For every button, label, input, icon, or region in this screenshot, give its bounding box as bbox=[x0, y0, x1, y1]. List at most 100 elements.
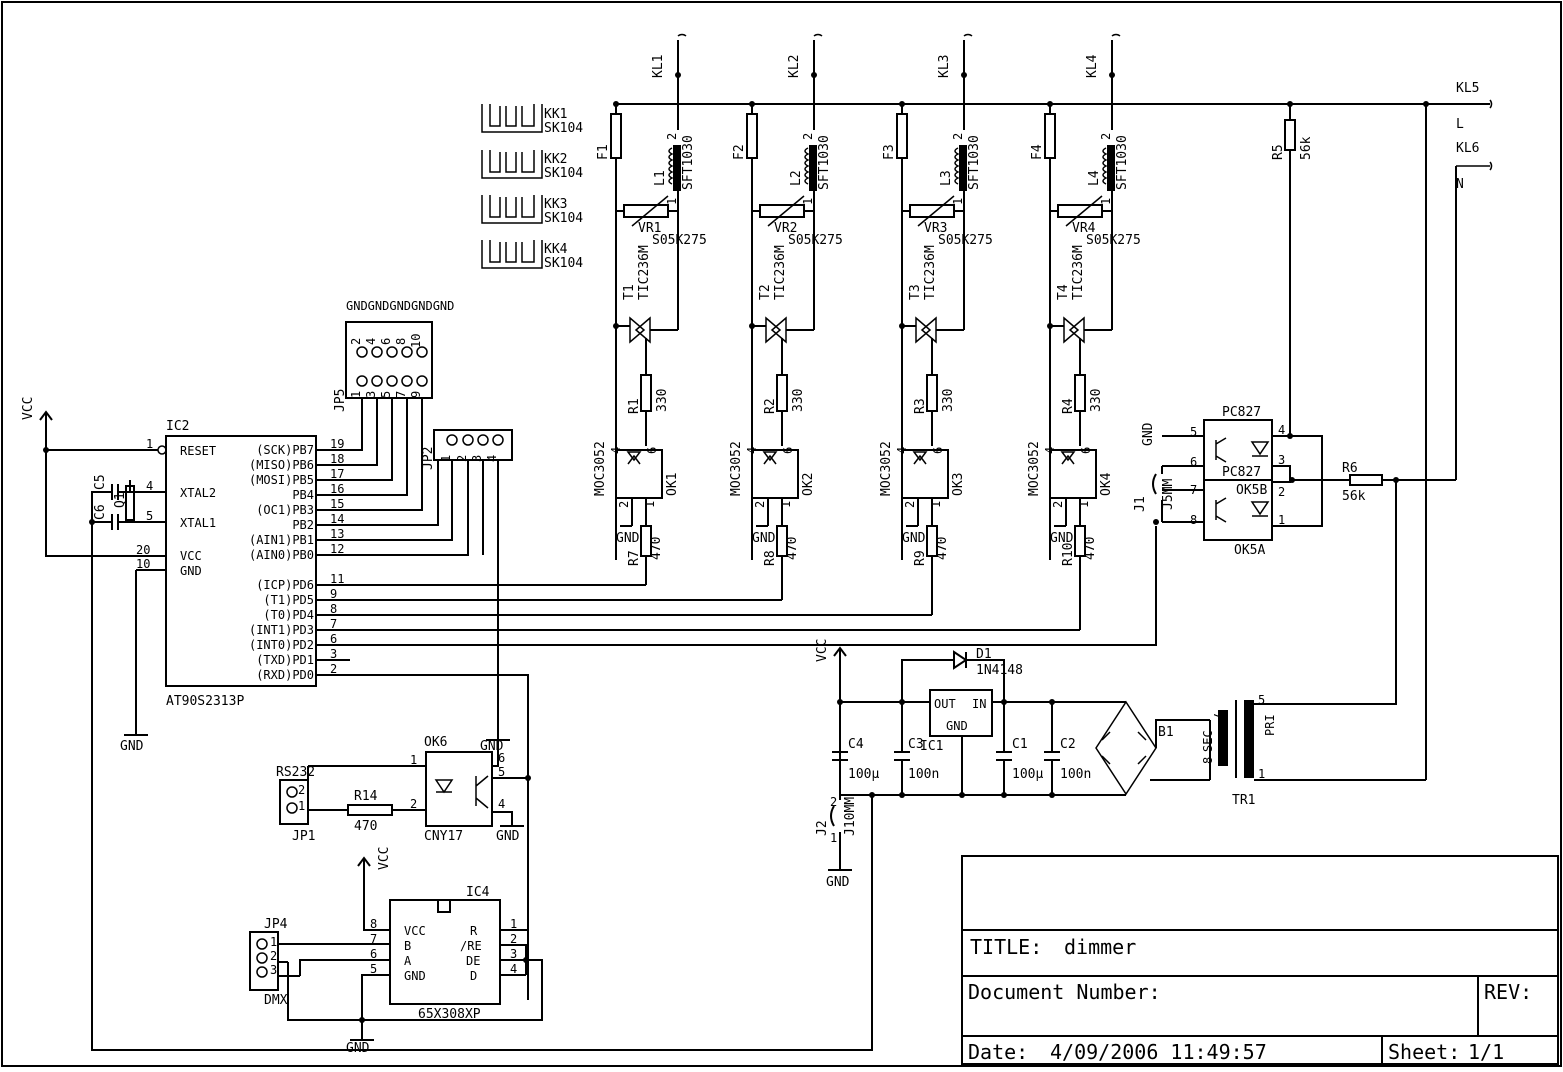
svg-text:1: 1 bbox=[146, 437, 153, 451]
svg-text:15: 15 bbox=[330, 497, 344, 511]
mcu-port-d-wires bbox=[316, 526, 1157, 1000]
svg-text:R7: R7 bbox=[627, 550, 642, 566]
svg-text:F4: F4 bbox=[1030, 144, 1045, 160]
svg-text:R8: R8 bbox=[763, 550, 778, 566]
svg-text:(MISO)PB6: (MISO)PB6 bbox=[249, 458, 314, 472]
svg-text:470: 470 bbox=[1083, 537, 1098, 560]
svg-text:14: 14 bbox=[330, 512, 344, 526]
svg-text:JP4: JP4 bbox=[264, 917, 288, 932]
svg-text:6: 6 bbox=[330, 632, 337, 646]
svg-text:C4: C4 bbox=[848, 737, 864, 752]
svg-text:7: 7 bbox=[370, 932, 377, 946]
header-jp2: 1 2 3 4 JP2 bbox=[421, 429, 513, 740]
opto-ok1 bbox=[615, 449, 663, 499]
svg-text:RS232: RS232 bbox=[276, 765, 315, 780]
svg-text:L3: L3 bbox=[939, 170, 954, 186]
svg-text:GND: GND bbox=[946, 719, 968, 733]
svg-text:VCC: VCC bbox=[377, 847, 392, 870]
svg-text:SEC: SEC bbox=[1201, 730, 1215, 752]
svg-text:4: 4 bbox=[1043, 447, 1057, 454]
svg-text:RESET: RESET bbox=[180, 444, 216, 458]
svg-text:(OC1)PB3: (OC1)PB3 bbox=[256, 503, 314, 517]
svg-text:R: R bbox=[470, 924, 478, 938]
svg-text:1: 1 bbox=[665, 198, 679, 205]
svg-text:6: 6 bbox=[370, 947, 377, 961]
svg-text:6: 6 bbox=[1190, 455, 1197, 469]
svg-text:JP5: JP5 bbox=[333, 389, 348, 412]
svg-text:3: 3 bbox=[330, 647, 337, 661]
svg-text:T3: T3 bbox=[908, 284, 923, 300]
svg-text:F2: F2 bbox=[732, 144, 747, 160]
svg-text:GND: GND bbox=[826, 875, 850, 890]
svg-text:D1: D1 bbox=[976, 647, 992, 662]
svg-text:IC4: IC4 bbox=[466, 885, 490, 900]
svg-text:(RXD)PD0: (RXD)PD0 bbox=[256, 668, 314, 682]
svg-text:8: 8 bbox=[370, 917, 377, 931]
title-value: dimmer bbox=[1064, 935, 1136, 959]
svg-text:C2: C2 bbox=[1060, 737, 1076, 752]
svg-text:KL5: KL5 bbox=[1456, 81, 1479, 96]
svg-text:DE: DE bbox=[466, 954, 480, 968]
svg-text:2: 2 bbox=[1051, 501, 1065, 508]
svg-text:SK104: SK104 bbox=[544, 121, 583, 136]
svg-text:GND: GND bbox=[1050, 531, 1074, 546]
svg-text:OUT: OUT bbox=[934, 697, 956, 711]
svg-text:C1: C1 bbox=[1012, 737, 1028, 752]
channel-2: KL2 F2 L2 SFT1030 2 1 VR2 S05K275 T2 TIC… bbox=[729, 33, 843, 600]
svg-text:9: 9 bbox=[409, 391, 423, 398]
svg-text:2: 2 bbox=[801, 133, 815, 140]
svg-text:8: 8 bbox=[330, 602, 337, 616]
svg-text:VCC: VCC bbox=[404, 924, 426, 938]
svg-text:1: 1 bbox=[929, 501, 943, 508]
svg-text:CNY17: CNY17 bbox=[424, 829, 463, 844]
svg-text:4: 4 bbox=[895, 447, 909, 454]
svg-text:S05K275: S05K275 bbox=[652, 233, 707, 248]
svg-text:(INT0)PD2: (INT0)PD2 bbox=[249, 638, 314, 652]
svg-text:2: 2 bbox=[270, 949, 277, 963]
title-block: TITLE: dimmer Document Number: REV: Date… bbox=[961, 855, 1559, 1065]
svg-text:VR1: VR1 bbox=[638, 221, 661, 236]
svg-text:GND: GND bbox=[120, 739, 144, 754]
svg-text:TIC236M: TIC236M bbox=[637, 245, 652, 300]
svg-text:10: 10 bbox=[409, 334, 423, 348]
svg-text:VR3: VR3 bbox=[924, 221, 947, 236]
svg-text:SK104: SK104 bbox=[544, 211, 583, 226]
svg-text:3: 3 bbox=[510, 947, 517, 961]
svg-text:17: 17 bbox=[330, 467, 344, 481]
svg-text:R2: R2 bbox=[763, 398, 778, 414]
svg-text:1: 1 bbox=[1099, 198, 1113, 205]
svg-text:OK2: OK2 bbox=[801, 473, 816, 496]
fuse-f1 bbox=[610, 113, 622, 159]
svg-text:100µ: 100µ bbox=[848, 767, 879, 782]
svg-text:2: 2 bbox=[903, 501, 917, 508]
svg-text:L1: L1 bbox=[653, 170, 668, 186]
svg-text:L4: L4 bbox=[1087, 170, 1102, 186]
zero-cross-section: R5 56k PC827 PC827 OK5B OK5A 5 6 7 8 4 3… bbox=[1133, 101, 1456, 558]
rev-label: REV: bbox=[1484, 980, 1532, 1004]
svg-text:6: 6 bbox=[931, 447, 945, 454]
svg-text:TIC236M: TIC236M bbox=[923, 245, 938, 300]
svg-text:8: 8 bbox=[394, 338, 408, 345]
svg-text:PC827: PC827 bbox=[1222, 405, 1261, 420]
svg-text:2: 2 bbox=[410, 797, 417, 811]
svg-text:330: 330 bbox=[941, 389, 956, 412]
svg-text:2: 2 bbox=[665, 133, 679, 140]
svg-text:330: 330 bbox=[1089, 389, 1104, 412]
svg-text:(TXD)PD1: (TXD)PD1 bbox=[256, 653, 314, 667]
heatsink-kk2: KK2 SK104 bbox=[481, 150, 583, 181]
svg-text:18: 18 bbox=[330, 452, 344, 466]
channel-3: KL3 F3 L3 SFT1030 2 1 VR3 S05K275 T3 TIC… bbox=[879, 33, 993, 615]
svg-text:(T1)PD5: (T1)PD5 bbox=[263, 593, 314, 607]
svg-text:2: 2 bbox=[298, 783, 305, 797]
svg-text:19: 19 bbox=[330, 437, 344, 451]
svg-text:KK2: KK2 bbox=[544, 152, 567, 167]
svg-text:12: 12 bbox=[330, 542, 344, 556]
svg-text:1: 1 bbox=[349, 391, 363, 398]
svg-text:11: 11 bbox=[330, 572, 344, 586]
rs232-opto: OK6 CNY17 1 2 6 5 4 GND GND RS232 2 1 JP… bbox=[276, 735, 528, 844]
svg-text:1: 1 bbox=[951, 198, 965, 205]
svg-text:2: 2 bbox=[510, 932, 517, 946]
svg-text:6: 6 bbox=[645, 447, 659, 454]
svg-text:100µ: 100µ bbox=[1012, 767, 1043, 782]
channel-1: KL1 F1 L1 SFT1030 2 1 VR1 S05K275 T1 TIC… bbox=[593, 33, 707, 585]
